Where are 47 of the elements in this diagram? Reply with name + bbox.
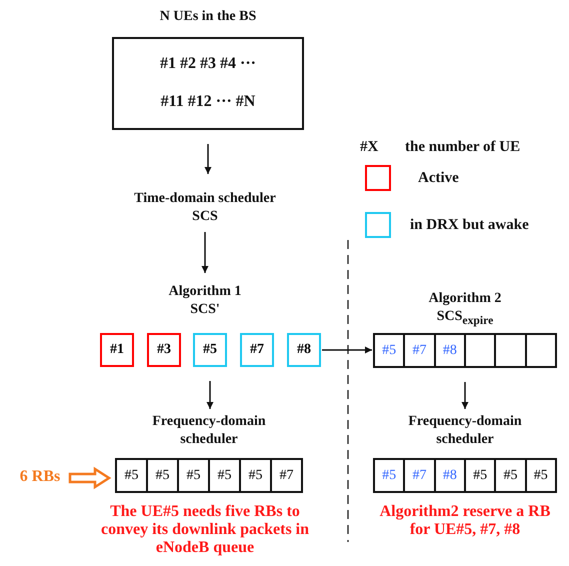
arrow xyxy=(462,382,468,409)
note: Algorithm2 reserve a RB for UE#5, #7, #8 xyxy=(378,503,552,539)
heading: 6 RBs xyxy=(18,468,62,486)
resource-block: #7 xyxy=(271,459,302,492)
empty-resource-block xyxy=(526,334,556,367)
arrow xyxy=(206,381,214,409)
arrow xyxy=(204,144,212,174)
resource-block: #5 xyxy=(209,459,240,492)
heading: Frequency-domain scheduler xyxy=(151,413,267,449)
subheading: SCS' xyxy=(189,301,221,319)
resource-block: #7 xyxy=(404,334,435,367)
resource-block: #7 xyxy=(404,459,435,492)
heading: Frequency-domain scheduler xyxy=(407,413,523,449)
heading: Algorithm 2 xyxy=(428,290,502,308)
key-text: the number of UE xyxy=(405,138,520,156)
legend-text: Active xyxy=(418,169,459,187)
ue-box: #7 xyxy=(240,333,274,367)
ue-box: #3 xyxy=(147,333,181,367)
heading: Algorithm 1 xyxy=(168,283,242,301)
resource-block: #5 xyxy=(526,459,556,492)
resource-block: #8 xyxy=(434,334,465,367)
ue-box: #8 xyxy=(287,333,321,367)
empty-resource-block xyxy=(464,334,496,367)
resource-block: #5 xyxy=(147,459,178,492)
ue-box: #1 xyxy=(100,333,134,367)
note: The UE#5 needs five RBs to convey its downlink packets in eNodeB queue xyxy=(100,503,310,557)
heading: Time-domain scheduler xyxy=(133,190,277,208)
ue-numbers: #1 #2 #3 #4 ··· xyxy=(158,55,257,73)
empty-resource-block xyxy=(495,334,526,367)
arrow xyxy=(322,346,372,354)
resource-block: #5 xyxy=(374,334,404,367)
key-symbol: #X xyxy=(360,138,378,156)
legend-text: in DRX but awake xyxy=(410,216,529,234)
subheading: SCS xyxy=(191,208,219,226)
resource-block: #5 xyxy=(178,459,209,492)
ue-box: #5 xyxy=(193,333,227,367)
subheading: SCS$_{expire}$ xyxy=(436,308,494,329)
ue-numbers: #11 #12 ··· #N xyxy=(160,93,256,111)
block-arrow xyxy=(68,466,112,490)
arrow xyxy=(202,232,208,273)
resource-block: #8 xyxy=(434,459,465,492)
heading: N UEs in the BS xyxy=(158,8,258,26)
resource-block: #5 xyxy=(240,459,271,492)
resource-block: #5 xyxy=(464,459,496,492)
resource-block: #5 xyxy=(495,459,526,492)
resource-block: #5 xyxy=(374,459,404,492)
resource-block: #5 xyxy=(116,459,147,492)
